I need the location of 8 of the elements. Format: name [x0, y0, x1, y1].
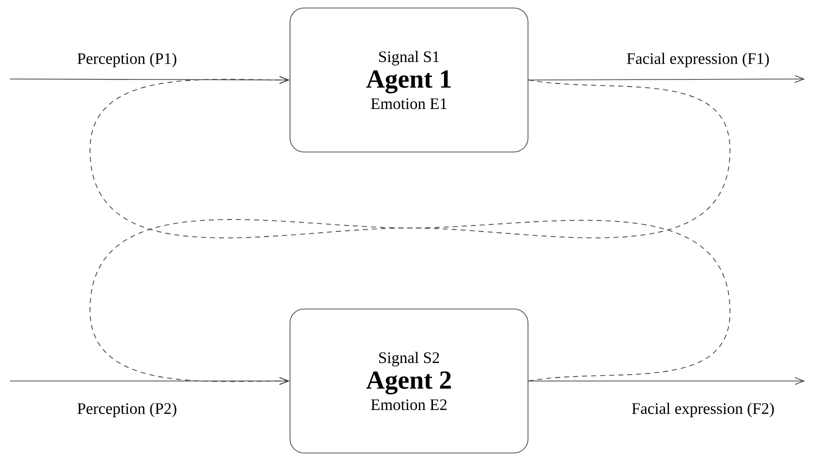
edge-label: Facial expression (F1) [625, 52, 771, 68]
edge-label: Perception (P2) [76, 402, 178, 418]
edge-label: Perception (P1) [76, 52, 178, 68]
agent-box: Signal S2 Agent 2 Emotion E2 [290, 308, 528, 454]
arrow [528, 377, 805, 385]
arrow [528, 75, 805, 83]
edge-label: Facial expression (F2) [630, 402, 776, 418]
agent-box: Signal S1 Agent 1 Emotion E1 [290, 8, 528, 152]
